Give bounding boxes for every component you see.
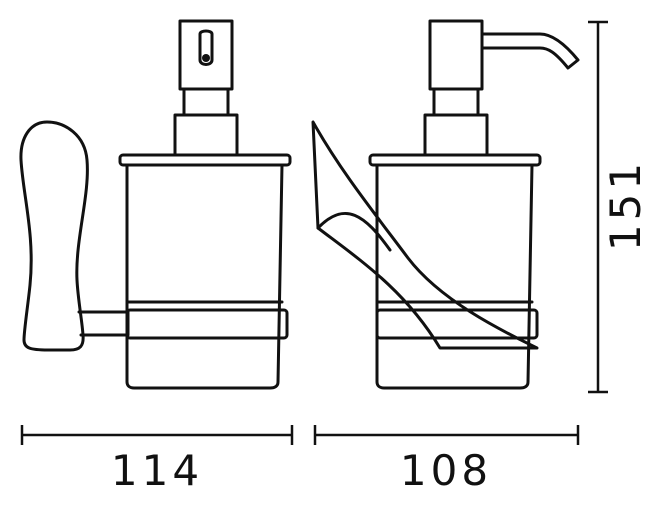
side-pump-collar <box>423 113 489 157</box>
wall-mount-plate <box>19 120 89 352</box>
dimension-height-label: 151 <box>601 159 650 251</box>
side-container-rim <box>368 153 542 167</box>
pump-head-dot <box>202 54 210 62</box>
front-view <box>19 19 292 390</box>
mount-arm <box>77 310 130 337</box>
side-container-body <box>375 163 534 390</box>
side-bracket <box>311 120 539 350</box>
side-pump-spout <box>480 32 580 70</box>
side-view <box>311 19 580 390</box>
holder-ring <box>125 308 289 340</box>
container-rim <box>118 153 292 167</box>
pump-collar <box>173 113 239 157</box>
dimension-width-front-label: 114 <box>111 446 203 495</box>
container-body <box>125 163 284 390</box>
side-bracket-inner <box>316 211 392 252</box>
side-pump-stem <box>432 87 480 117</box>
dimension-width-side: 108 <box>313 425 580 495</box>
dimension-width-front: 114 <box>20 425 294 495</box>
dimension-height: 151 <box>588 20 650 394</box>
pump-head-slot <box>198 29 214 66</box>
dimension-width-side-label: 108 <box>400 446 492 495</box>
side-pump-head <box>428 19 484 91</box>
side-holder-ring <box>375 308 539 340</box>
pump-stem <box>182 87 230 117</box>
